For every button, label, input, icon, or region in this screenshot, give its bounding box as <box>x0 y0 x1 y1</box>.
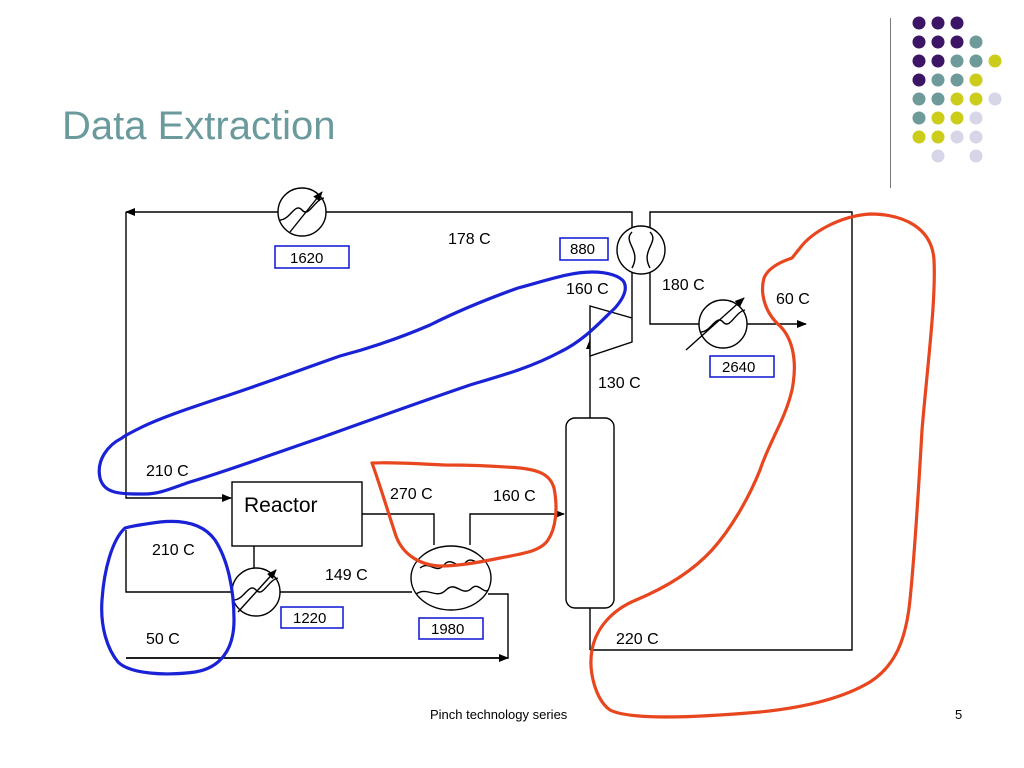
blue-loop-lower <box>100 519 236 676</box>
reactor-label: Reactor <box>244 494 318 517</box>
page-number: 5 <box>955 707 963 722</box>
temp-label-270: 270 C <box>390 486 433 503</box>
temp-label-210-lower: 210 C <box>152 542 195 559</box>
duty-880: 880 <box>570 241 595 258</box>
duty-box-1220 <box>280 606 344 629</box>
temp-label-60: 60 C <box>776 291 810 308</box>
heater-exchanger-1220 <box>231 567 281 617</box>
title-divider-line <box>890 18 891 188</box>
dot-row-4 <box>912 73 983 87</box>
duty-2640: 2640 <box>722 359 755 376</box>
orange-loop-middle <box>370 461 558 568</box>
duty-box-1980 <box>418 617 484 640</box>
stream-feed-effluent-out <box>469 510 565 545</box>
stream-reactor-out <box>362 513 435 545</box>
feed-effluent-exchanger-1980 <box>410 545 492 611</box>
duty-1220: 1220 <box>293 610 326 627</box>
dot-row-3 <box>912 54 1002 68</box>
stream-to-product-cooler <box>649 268 700 325</box>
duty-box-1620 <box>274 245 350 269</box>
slide-title: Data Extraction <box>62 104 336 148</box>
temp-label-220: 220 C <box>616 631 659 648</box>
stream-top-recycle <box>125 208 633 232</box>
duty-1620: 1620 <box>290 250 323 267</box>
duty-1980: 1980 <box>431 621 464 638</box>
cooler-exchanger-1620 <box>277 187 327 237</box>
dot-row-8 <box>931 149 983 163</box>
stream-right-loop <box>590 211 853 651</box>
temp-label-160-mid: 160 C <box>493 488 536 505</box>
footer-series-label: Pinch technology series <box>430 707 568 722</box>
dot-row-6 <box>912 111 983 125</box>
stream-left-to-reactor <box>125 212 232 502</box>
temp-label-180: 180 C <box>662 277 705 294</box>
stream-lower-feed-in <box>125 530 232 593</box>
dot-row-5 <box>912 92 1002 106</box>
compressor <box>589 305 633 357</box>
duty-box-2640 <box>709 355 775 378</box>
reactor <box>231 481 363 547</box>
orange-loop-right <box>589 212 936 719</box>
dot-row-1 <box>912 16 964 30</box>
temp-label-50: 50 C <box>146 631 180 648</box>
temp-label-210-upper: 210 C <box>146 463 189 480</box>
dot-row-2 <box>912 35 983 49</box>
temp-label-160-top: 160 C <box>566 281 609 298</box>
temp-label-178: 178 C <box>448 231 491 248</box>
temp-label-130: 130 C <box>598 375 641 392</box>
dot-row-7 <box>912 130 983 144</box>
cooler-exchanger-2640 <box>685 297 748 351</box>
distillation-column <box>565 417 615 609</box>
duty-box-880 <box>559 237 609 261</box>
blue-loop-upper <box>97 270 627 496</box>
process-exchanger-880 <box>616 225 666 275</box>
temp-label-149: 149 C <box>325 567 368 584</box>
